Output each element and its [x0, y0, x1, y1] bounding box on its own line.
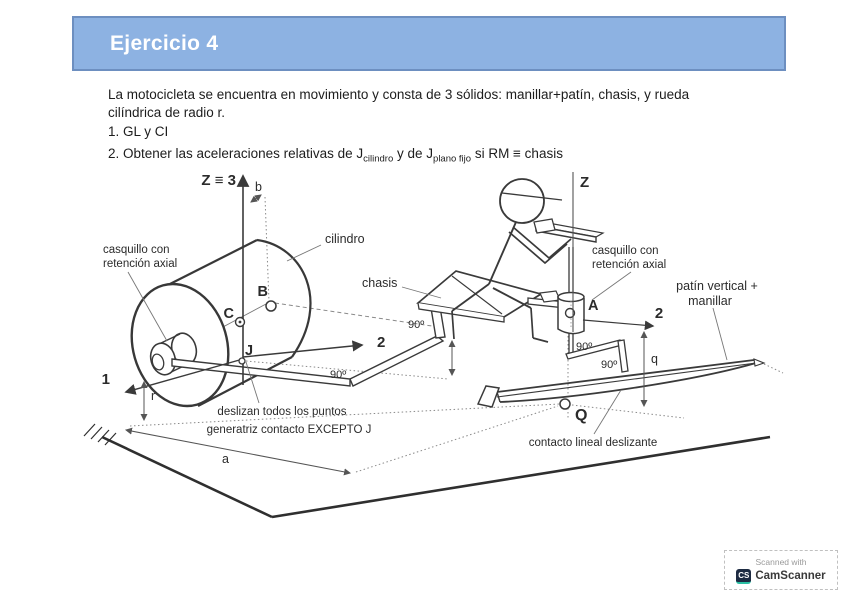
rider-head [499, 178, 545, 224]
label-z-right: Z [580, 174, 589, 191]
steering-bushing [557, 291, 585, 335]
camscanner-watermark: Scanned with CS CamScanner [724, 550, 838, 590]
leader-lines [127, 244, 728, 435]
hub-bushing [149, 332, 198, 376]
axis-2-right [582, 319, 655, 331]
label-deslizan-2: generatriz contacto EXCEPTO J [207, 424, 372, 436]
label-z3-axis: Z ≡ 3 [201, 172, 236, 189]
ground-plane [83, 423, 771, 519]
label-contacto: contacto lineal deslizante [529, 437, 658, 449]
label-casquillo-left-1: casquillo con [103, 244, 169, 256]
label-angle-column: 90º [576, 341, 592, 353]
label-angle-joint: 90º [330, 369, 346, 381]
label-axis-2-right: 2 [655, 305, 663, 322]
axes [124, 172, 655, 395]
label-patin-2: manillar [688, 294, 732, 308]
point-markers [234, 300, 571, 410]
label-point-Q: Q [575, 407, 587, 424]
intro-line2: cilíndrica de radio r. [108, 105, 226, 120]
ground-hatch-icon [83, 423, 117, 446]
skate-bracket [565, 339, 629, 373]
camscanner-brand: CamScanner [755, 570, 826, 582]
dimensions [124, 194, 648, 476]
point-Q-marker [559, 398, 571, 410]
label-b: b [255, 180, 262, 194]
rider-figure [451, 178, 572, 343]
label-a: a [222, 452, 229, 466]
problem-statement: La motocicleta se encuentra en movimient… [108, 86, 808, 122]
point-B-marker [265, 300, 277, 312]
label-q: q [651, 352, 658, 366]
intro-line1: La motocicleta se encuentra en movimient… [108, 87, 690, 102]
camscanner-logo-icon: CS [736, 568, 752, 584]
label-axis-1: 1 [102, 371, 110, 388]
question-2-mid: y de J [393, 146, 434, 161]
label-patin-1: patín vertical + [676, 279, 758, 293]
exercise-header: Ejercicio 4 [72, 16, 786, 71]
label-angle-post: 90º [408, 319, 424, 331]
label-chasis: chasis [362, 276, 397, 290]
subscript-plano-fijo: plano fijo [433, 153, 472, 165]
question-1: 1. GL y CI [108, 124, 169, 139]
label-angle-bracket: 90º [601, 359, 617, 371]
label-point-B: B [258, 284, 268, 300]
label-casquillo-left-2: retención axial [103, 258, 177, 270]
page-title: Ejercicio 4 [110, 31, 219, 55]
label-point-A: A [588, 298, 599, 314]
point-J-marker [238, 357, 246, 365]
question-2-suffix: si RM ≡ chasis [471, 146, 563, 161]
label-axis-2-left: 2 [377, 334, 385, 351]
label-point-J: J [245, 343, 253, 359]
handlebar [533, 218, 605, 243]
label-point-C: C [224, 306, 235, 322]
label-casquillo-right-2: retención axial [592, 259, 666, 271]
label-r-left: r [151, 389, 155, 403]
axis-2-left [242, 340, 364, 358]
question-2: 2. Obtener las aceleraciones relativas d… [108, 146, 563, 165]
question-2-text: 2. Obtener las aceleraciones relativas d… [108, 146, 364, 161]
label-casquillo-right-1: casquillo con [592, 245, 658, 257]
subscript-cilindro: cilindro [363, 153, 394, 165]
scanned-with-text: Scanned with [755, 556, 807, 567]
skate-blade [476, 358, 766, 408]
label-cilindro: cilindro [325, 232, 365, 246]
label-deslizan-1: deslizan todos los puntos [217, 406, 346, 418]
